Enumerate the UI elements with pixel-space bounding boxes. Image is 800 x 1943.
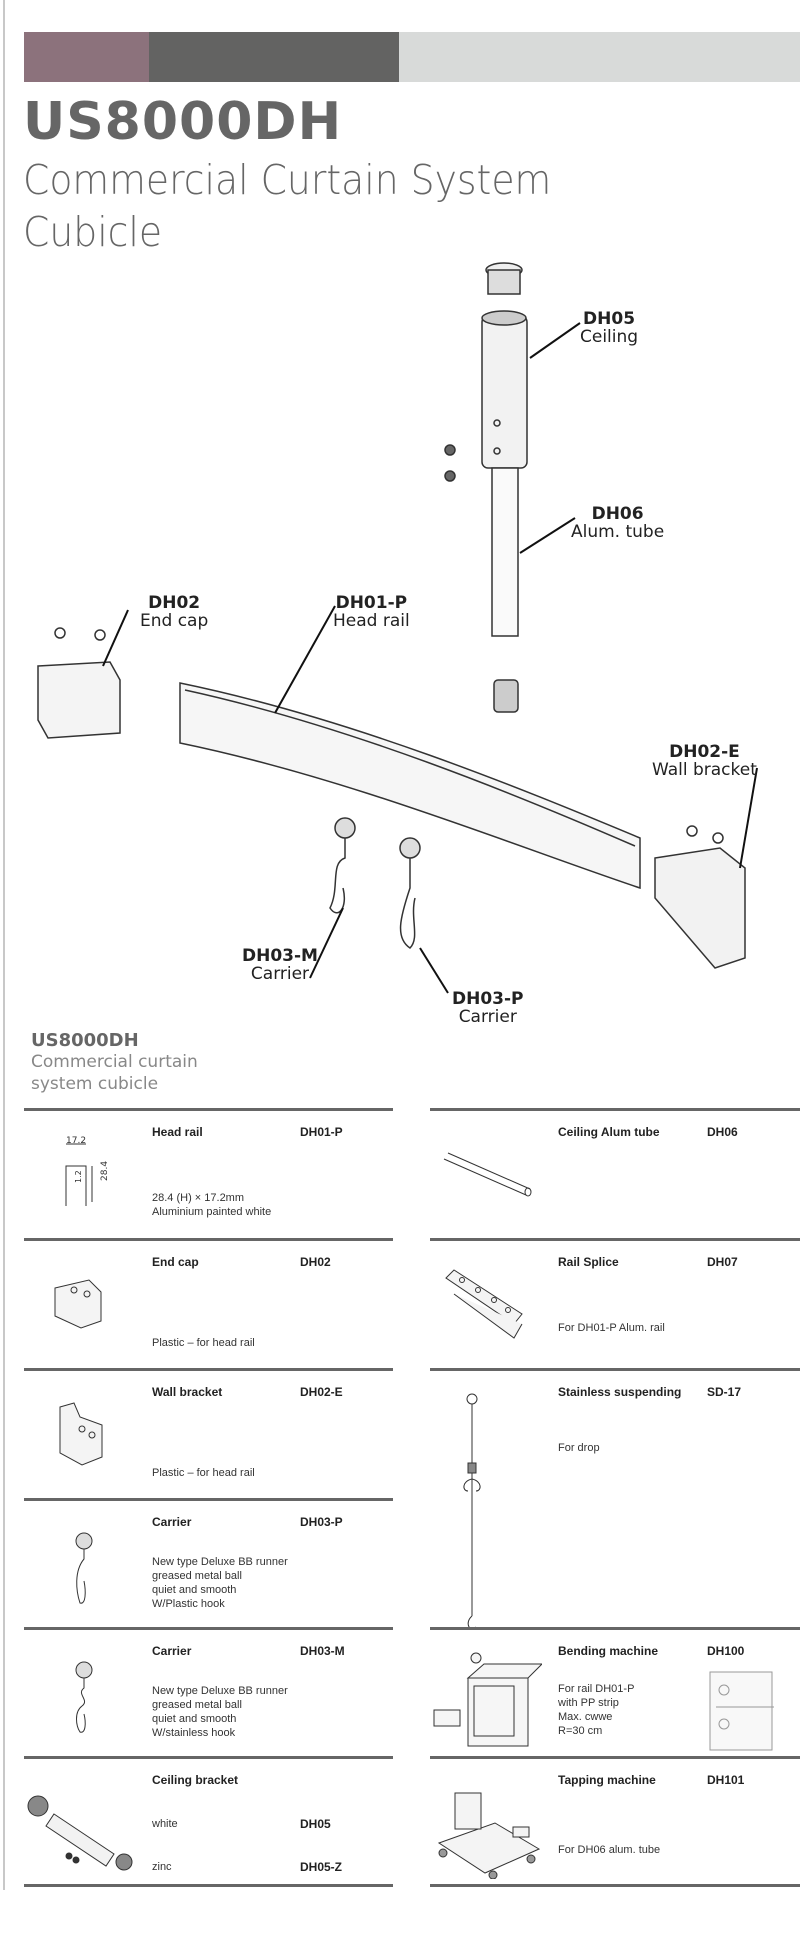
part-code: DH06	[707, 1125, 738, 1139]
end-cap-icon	[54, 1279, 102, 1329]
end-cap-drawing	[37, 627, 121, 739]
ceiling-sleeve-drawing	[481, 310, 528, 469]
variant-code: DH05-Z	[300, 1860, 343, 1874]
ceiling-bracket-icon	[27, 1795, 133, 1871]
parts-row: Carrier DH03-P New type Deluxe BB runner…	[24, 1498, 393, 1628]
wall-bracket-drawing	[654, 825, 746, 969]
carrier-plastic-hook-icon	[75, 1532, 93, 1604]
bending-machine-icon	[433, 1652, 542, 1747]
parts-row: Rail Splice DH07 For DH01-P Alum. rail	[430, 1238, 800, 1368]
part-code: DH02-E	[300, 1385, 343, 1399]
part-desc: For DH06 alum. tube	[558, 1844, 661, 1856]
variant-code: DH05	[300, 1817, 331, 1831]
part-name: End cap	[152, 1255, 199, 1269]
part-code: DH03-M	[300, 1644, 345, 1658]
part-code: DH101	[707, 1773, 745, 1787]
table-bottom-rule	[430, 1884, 800, 1887]
parts-row: End cap DH02 Plastic – for head rail	[24, 1238, 393, 1368]
tube-plug-drawing	[493, 679, 519, 713]
page-subtitle-2: Cubicle	[23, 208, 163, 256]
table-bottom-rule	[24, 1884, 393, 1887]
part-name: Bending machine	[558, 1644, 659, 1658]
set-screw-drawing	[444, 444, 456, 456]
color-band-light	[399, 32, 800, 82]
part-name: Ceiling bracket	[152, 1773, 239, 1787]
part-code: DH01-P	[300, 1125, 343, 1139]
part-name: Ceiling Alum tube	[558, 1125, 660, 1139]
exploded-diagram	[37, 262, 758, 994]
section-title: US8000DH	[31, 1030, 139, 1051]
part-name: Head rail	[152, 1125, 203, 1139]
carrier-p-drawing	[399, 837, 421, 949]
parts-row: 17.2 28.4 1.2 Head rail DH01-P 28.4 (H) …	[24, 1108, 393, 1238]
part-name: Stainless suspending	[558, 1385, 682, 1399]
variant-label: white	[152, 1818, 178, 1830]
part-code: DH07	[707, 1255, 738, 1269]
head-rail-drawing	[179, 682, 641, 890]
parts-row: Wall bracket DH02-E Plastic – for head r…	[24, 1368, 393, 1498]
bending-radius-diagram-icon	[709, 1671, 774, 1751]
part-desc: Plastic – for head rail	[152, 1337, 255, 1349]
part-code: DH03-P	[300, 1515, 343, 1529]
parts-row: Carrier DH03-M New type Deluxe BB runner…	[24, 1627, 393, 1757]
parts-row: Tapping machine DH101 For DH06 alum. tub…	[430, 1756, 800, 1886]
part-desc: For rail DH01-P with PP strip Max. cwwe …	[558, 1683, 635, 1737]
part-code: SD-17	[707, 1385, 742, 1399]
alum-tube-drawing	[491, 467, 519, 637]
color-band-dark	[149, 32, 399, 82]
color-band-mauve	[24, 32, 149, 82]
wall-bracket-icon	[59, 1402, 103, 1466]
part-name: Carrier	[152, 1644, 192, 1658]
page-title: US8000DH	[23, 92, 343, 152]
part-desc: For DH01-P Alum. rail	[558, 1322, 665, 1334]
part-desc: 28.4 (H) × 17.2mm Aluminium painted whit…	[152, 1192, 272, 1218]
alum-tube-icon	[443, 1152, 532, 1197]
page-margin-line	[3, 0, 5, 1890]
page-subtitle: Commercial Curtain System	[23, 156, 552, 204]
part-name: Wall bracket	[152, 1385, 223, 1399]
part-name: Rail Splice	[558, 1255, 619, 1269]
parts-row: Bending machine DH100 For rail DH01-P wi…	[430, 1627, 800, 1757]
rail-splice-icon	[445, 1269, 523, 1339]
section-subtitle-2: system cubicle	[31, 1074, 159, 1094]
stainless-suspending-icon	[463, 1393, 481, 1630]
parts-row: Ceiling bracket white DH05 zinc DH05-Z	[24, 1756, 393, 1886]
svg-text:17.2: 17.2	[66, 1136, 86, 1146]
head-rail-profile-icon: 17.2 28.4 1.2	[65, 1136, 110, 1206]
section-subtitle: Commercial curtain	[31, 1052, 198, 1072]
parts-row: Stainless suspending SD-17 For drop	[430, 1368, 800, 1630]
parts-row: Ceiling Alum tube DH06	[430, 1108, 800, 1238]
part-desc: Plastic – for head rail	[152, 1467, 255, 1479]
svg-text:28.4: 28.4	[100, 1161, 110, 1181]
variant-label: zinc	[152, 1861, 172, 1873]
carrier-m-drawing	[329, 817, 356, 914]
part-name: Tapping machine	[558, 1773, 656, 1787]
part-desc: New type Deluxe BB runner greased metal …	[152, 1556, 288, 1610]
svg-text:1.2: 1.2	[74, 1170, 83, 1183]
part-desc: For drop	[558, 1442, 600, 1454]
part-code: DH02	[300, 1255, 331, 1269]
tapping-machine-icon	[437, 1792, 541, 1879]
carrier-stainless-hook-icon	[75, 1661, 93, 1733]
ceiling-cap-drawing	[485, 262, 523, 295]
part-name: Carrier	[152, 1515, 192, 1529]
part-desc: New type Deluxe BB runner greased metal …	[152, 1685, 288, 1739]
part-code: DH100	[707, 1644, 745, 1658]
